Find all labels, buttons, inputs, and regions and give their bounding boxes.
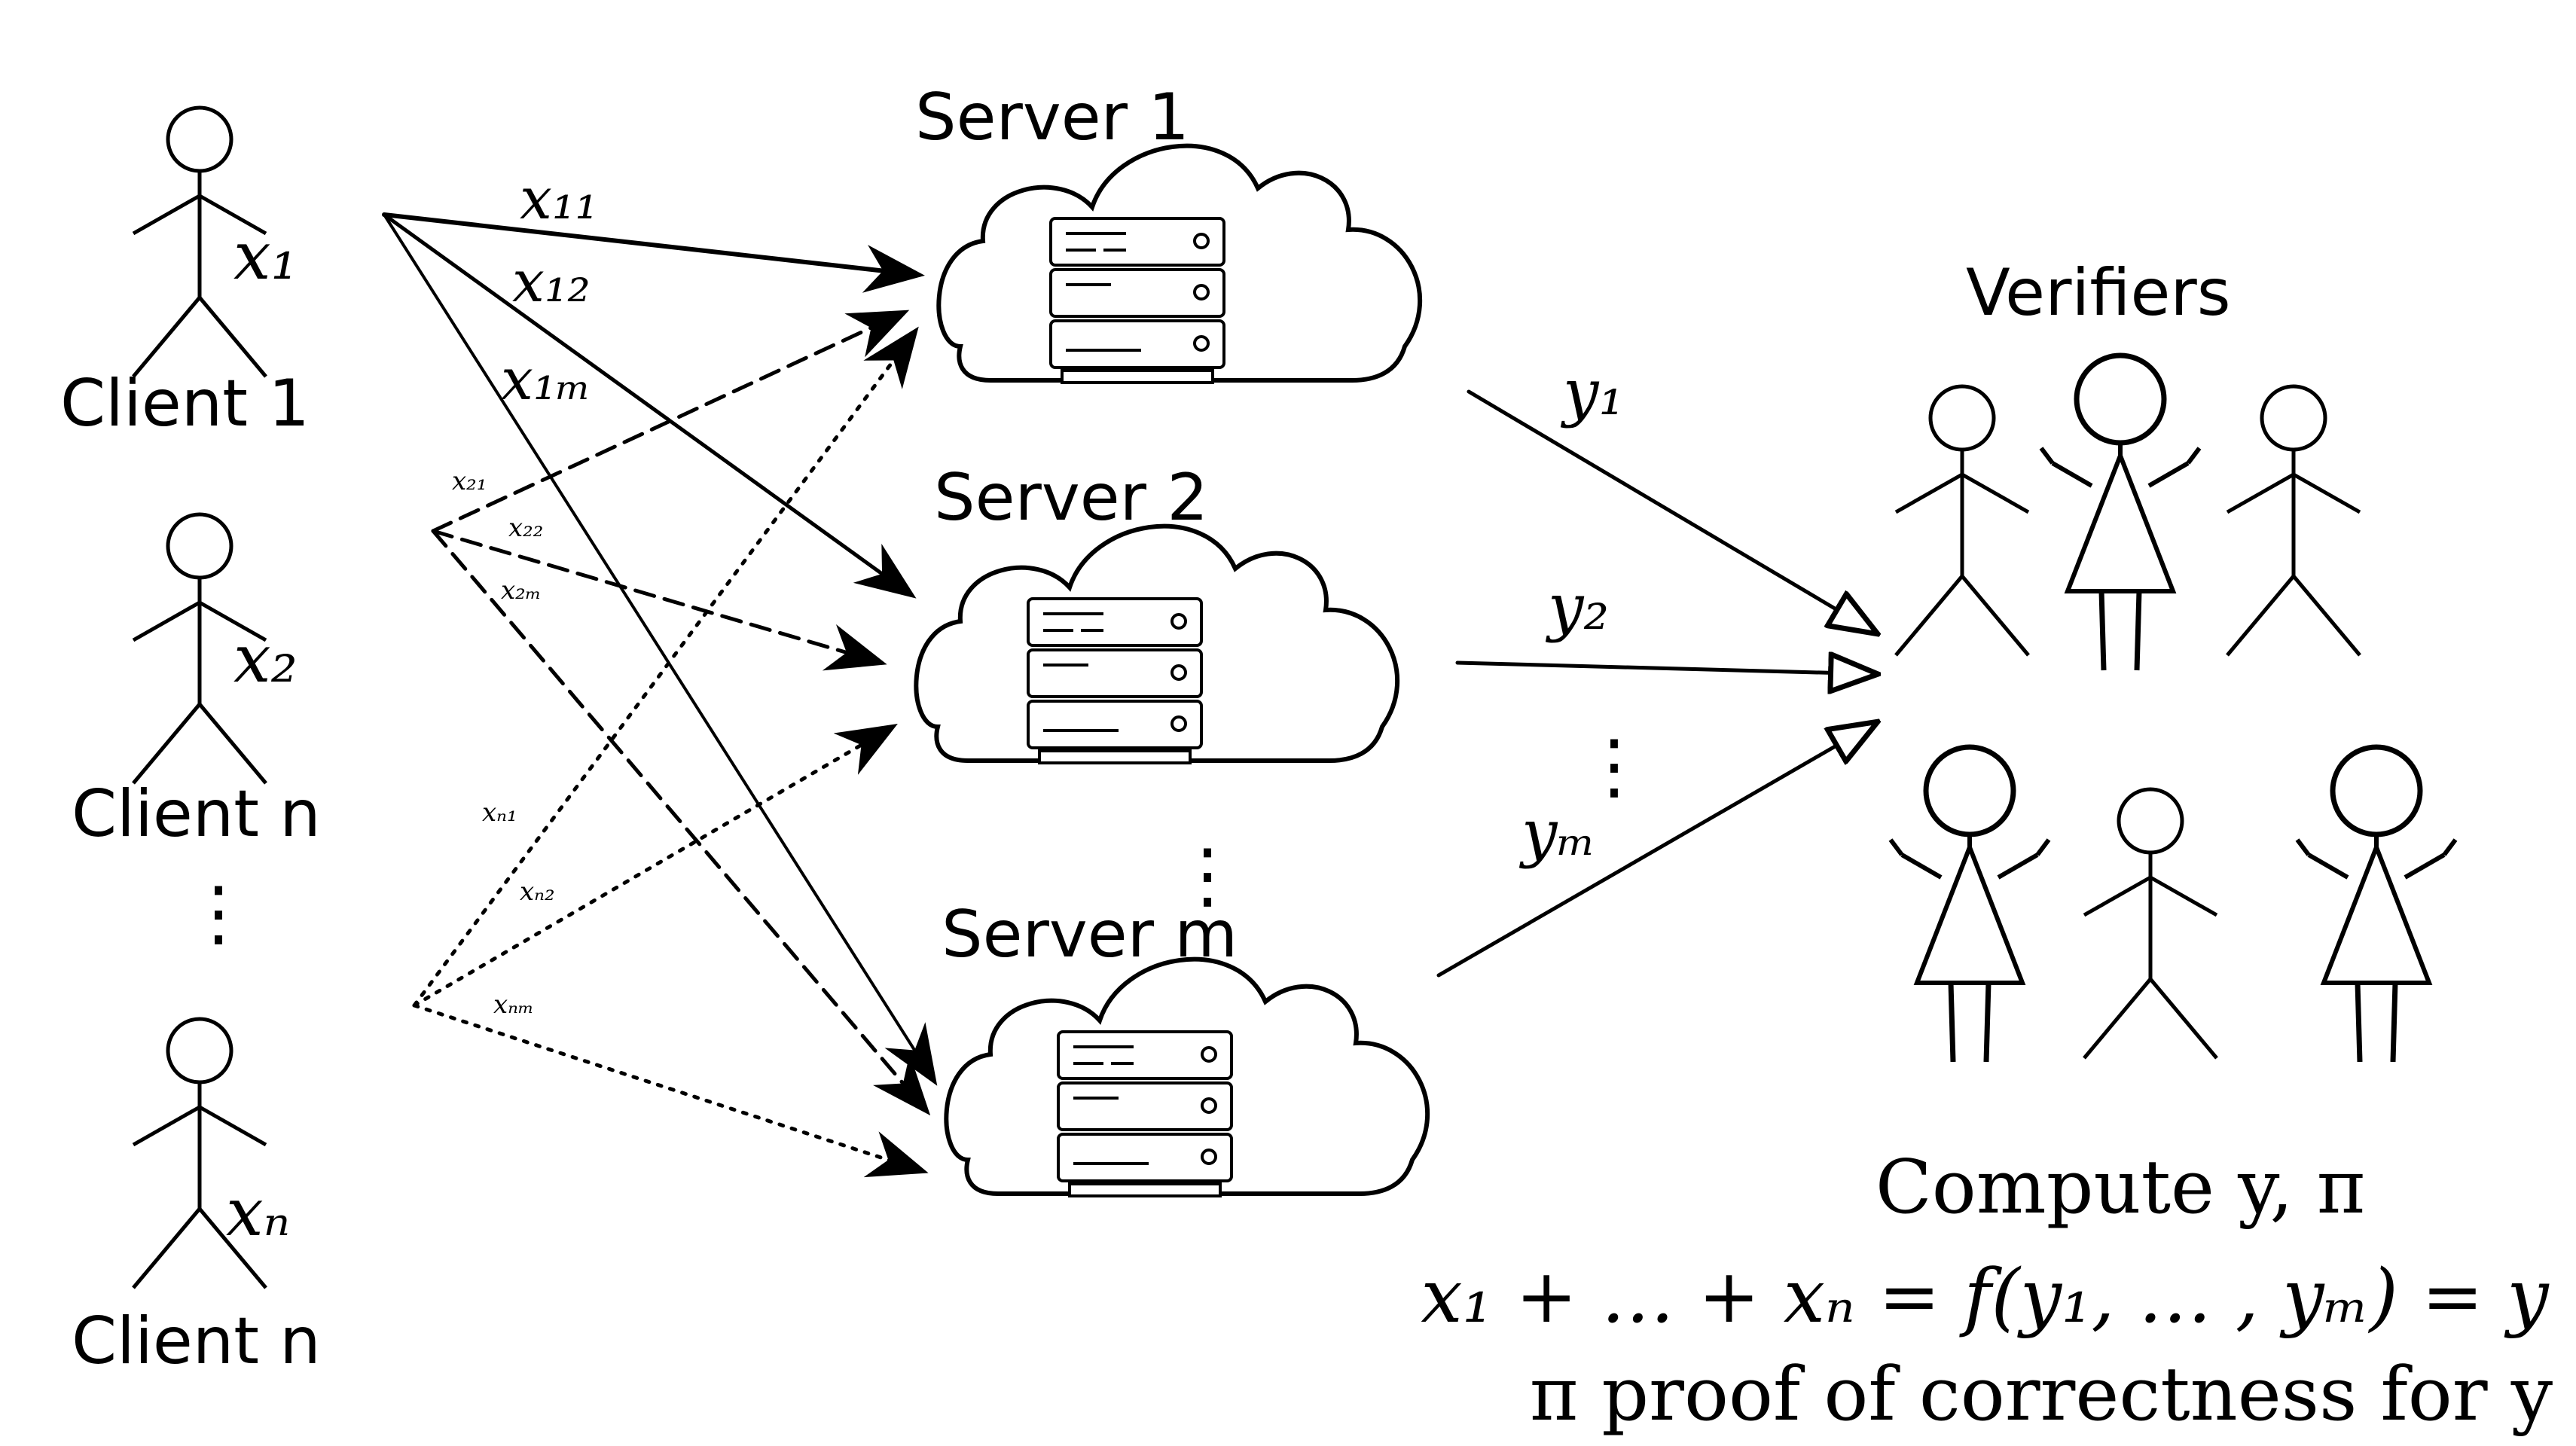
cloud-server-icon	[939, 146, 1420, 383]
verifiers-group: Verifiers	[1891, 255, 2455, 1062]
edge-y2	[1455, 663, 1876, 674]
stick-figure-icon	[2227, 386, 2360, 655]
output-ellipsis: ⋮	[1578, 724, 1650, 808]
client-n: xₙ Client n	[72, 1019, 321, 1379]
stick-figure-icon	[1891, 747, 2049, 1062]
client-2-var: x₂	[233, 620, 298, 697]
label-ym: yₘ	[1518, 796, 1596, 870]
client-1-var: x₁	[233, 217, 298, 294]
client-n-edges: xₙ₁ xₙ₂ xₙₘ	[412, 326, 929, 1178]
client-n-label: Client n	[72, 1304, 321, 1379]
edge-ym	[1436, 723, 1876, 978]
label-x11: x₁₁	[520, 165, 598, 232]
server-1-label: Server 1	[915, 80, 1189, 155]
stick-figure-icon	[2297, 747, 2455, 1062]
stick-figure-icon	[2041, 355, 2199, 670]
compute-line-3: π proof of correctness for y	[1530, 1352, 2553, 1438]
edge-xn1	[412, 326, 919, 1008]
client-2-label: Client n	[72, 776, 321, 852]
client-2-edges: x₂₁ x₂₂ x₂ₘ	[431, 310, 931, 1116]
edge-x1m	[383, 213, 938, 1086]
edge-xnm	[412, 1003, 929, 1178]
client-1: x₁ Client 1	[60, 108, 310, 441]
label-xnm: xₙₘ	[493, 990, 534, 1020]
edge-xn2	[412, 723, 898, 1008]
server-ellipsis: ⋮	[1171, 833, 1244, 917]
compute-line-2: x₁ + … + xₙ = f(y₁, … , yₘ) = y	[1421, 1254, 2550, 1340]
label-y1: y₁	[1560, 355, 1624, 429]
verifiers-title: Verifiers	[1966, 255, 2231, 331]
edge-x12	[382, 212, 917, 599]
edge-x21	[431, 310, 910, 533]
stick-figure-icon	[1896, 386, 2028, 655]
client-2: x₂ Client n	[72, 514, 321, 852]
edge-x22	[431, 529, 887, 671]
compute-line-1: Compute y, π	[1876, 1145, 2365, 1231]
client-1-edges: x₁₁ x₁₂ x₁ₘ	[382, 165, 938, 1086]
client-n-var: xₙ	[226, 1173, 290, 1251]
server-m: Server m	[942, 897, 1427, 1196]
label-y2: y₂	[1545, 570, 1609, 644]
edge-x11	[382, 212, 925, 293]
label-x2m: x₂ₘ	[501, 575, 542, 606]
label-x22: x₂₂	[508, 513, 543, 543]
client-1-label: Client 1	[60, 366, 310, 441]
compute-block: Compute y, π x₁ + … + xₙ = f(y₁, … , yₘ)…	[1421, 1145, 2553, 1438]
label-x1m: x₁ₘ	[501, 346, 591, 413]
client-ellipsis: ⋮	[182, 871, 255, 955]
edge-x2m	[431, 529, 931, 1116]
output-edges: y₁ y₂ ⋮ yₘ	[1436, 355, 1876, 978]
cloud-server-icon	[946, 959, 1427, 1196]
server-1: Server 1	[915, 80, 1420, 383]
label-xn2: xₙ₂	[520, 877, 555, 907]
edge-y1	[1467, 389, 1876, 633]
label-x12: x₁₂	[512, 248, 591, 315]
server-2: Server 2	[916, 460, 1397, 763]
cloud-server-icon	[916, 526, 1397, 763]
label-x21: x₂₁	[452, 466, 487, 496]
stick-figure-icon	[2084, 789, 2217, 1058]
label-xn1: xₙ₁	[482, 798, 517, 828]
server-2-label: Server 2	[934, 460, 1208, 535]
